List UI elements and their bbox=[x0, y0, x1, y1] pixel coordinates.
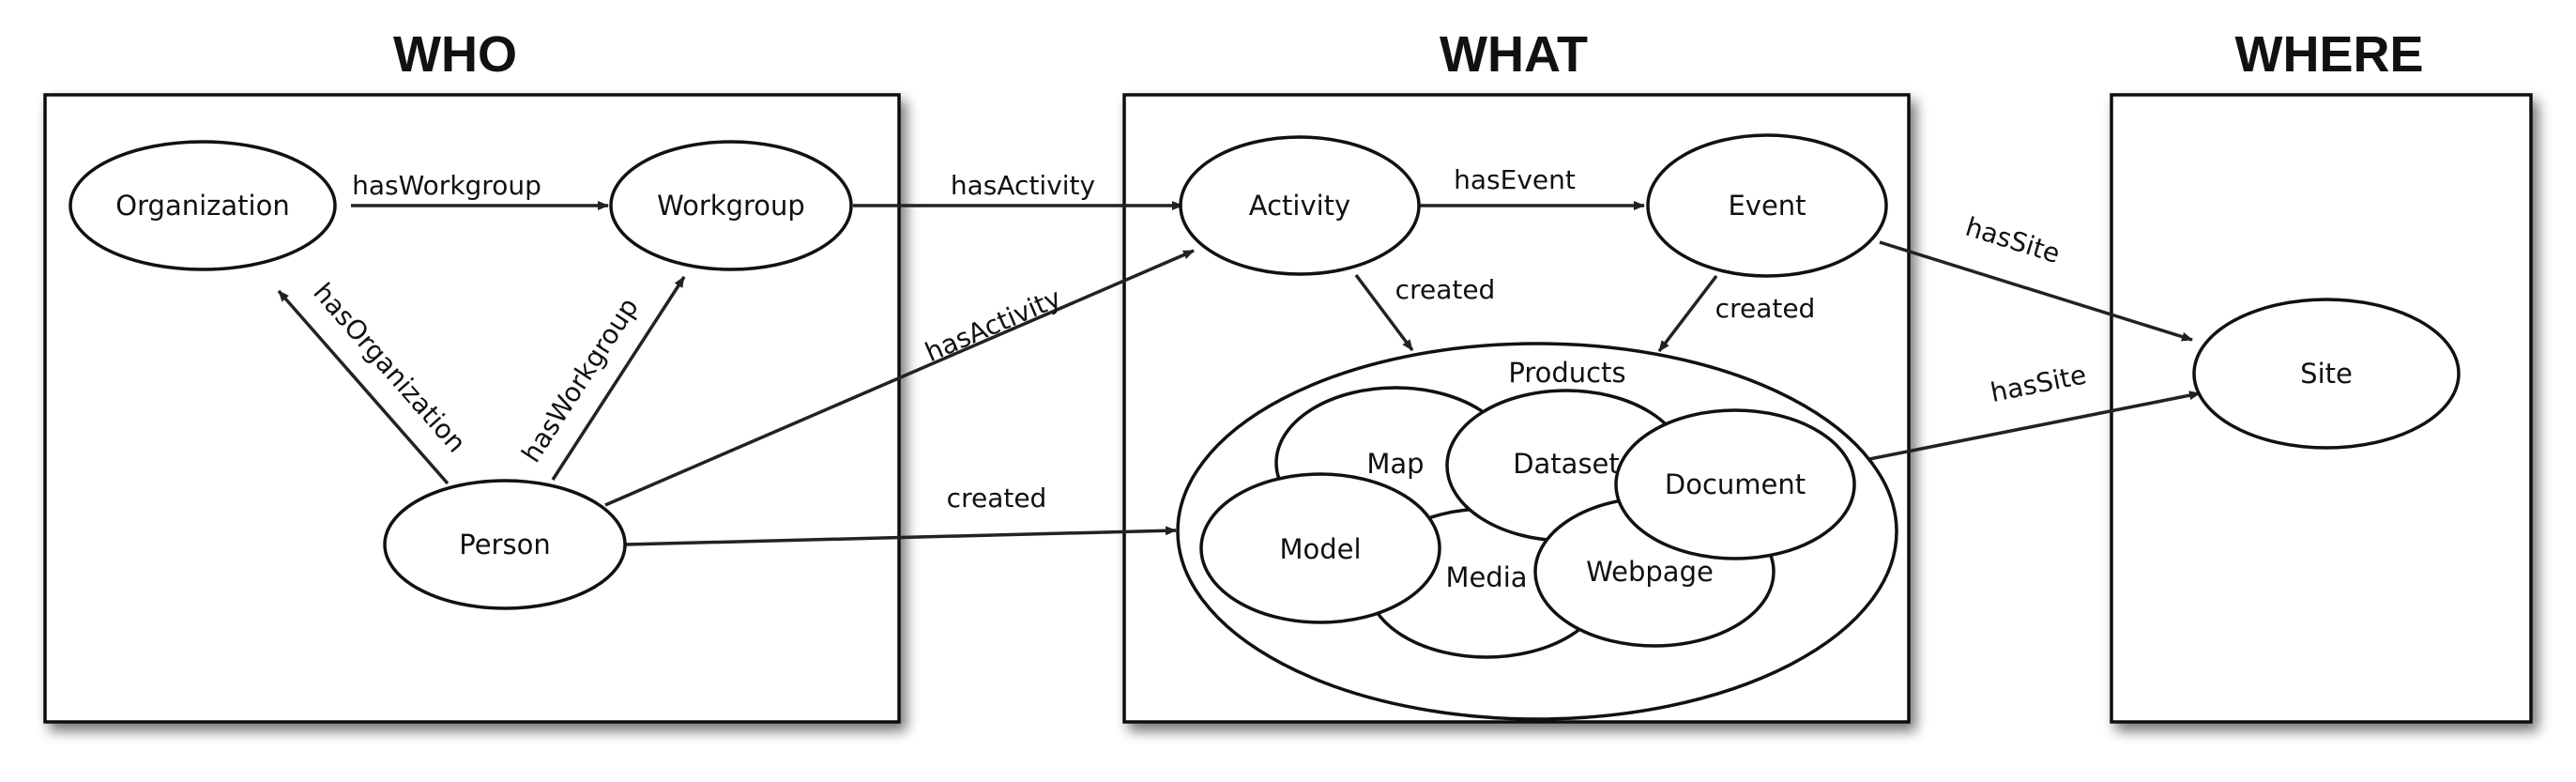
section-title-where: WHERE bbox=[2235, 26, 2424, 83]
edge-activity-products bbox=[1354, 273, 1414, 352]
node-label-activity: Activity bbox=[1249, 190, 1350, 222]
edge-label-person-activity: hasActivity bbox=[921, 283, 1066, 369]
node-label-map: Map bbox=[1366, 448, 1424, 480]
node-site[interactable] bbox=[2192, 298, 2461, 450]
node-label-webpage: Webpage bbox=[1586, 556, 1714, 588]
node-label-document: Document bbox=[1665, 468, 1806, 500]
node-workgroup[interactable] bbox=[609, 140, 853, 271]
edge-event-site bbox=[1879, 240, 2193, 342]
node-label-dataset: Dataset bbox=[1513, 448, 1620, 480]
edge-label-workgroup-activity: hasActivity bbox=[951, 170, 1095, 201]
edge-label-person-products: created bbox=[947, 483, 1047, 514]
node-label-organization: Organization bbox=[115, 190, 289, 222]
node-event[interactable] bbox=[1646, 133, 1888, 278]
node-label-products: Products bbox=[1508, 357, 1625, 389]
node-label-site: Site bbox=[2300, 358, 2353, 390]
node-activity[interactable] bbox=[1179, 135, 1421, 276]
edge-person-org bbox=[277, 289, 450, 485]
edge-label-document-site: hasSite bbox=[1988, 359, 2089, 408]
edge-label-org-workgroup: hasWorkgroup bbox=[352, 170, 541, 201]
edge-label-event-site: hasSite bbox=[1962, 211, 2064, 269]
section-title-what: WHAT bbox=[1440, 26, 1588, 83]
section-title-who: WHO bbox=[393, 26, 517, 83]
edge-person-activity bbox=[604, 249, 1195, 507]
edge-person-workgroup bbox=[551, 276, 686, 481]
node-label-event: Event bbox=[1728, 190, 1806, 222]
edge-label-activity-products: created bbox=[1395, 274, 1496, 305]
node-label-media: Media bbox=[1445, 561, 1527, 593]
node-label-model: Model bbox=[1279, 533, 1361, 565]
edge-label-activity-event: hasEvent bbox=[1454, 164, 1576, 195]
node-label-workgroup: Workgroup bbox=[657, 190, 805, 222]
node-model[interactable] bbox=[1199, 472, 1441, 624]
node-person[interactable] bbox=[383, 479, 627, 610]
edge-person-products bbox=[625, 526, 1177, 546]
edge-document-site bbox=[1864, 391, 2201, 462]
edge-label-event-products: created bbox=[1715, 293, 1816, 324]
node-label-person: Person bbox=[459, 529, 550, 560]
node-organization[interactable] bbox=[69, 140, 337, 271]
node-document[interactable] bbox=[1614, 408, 1856, 560]
edge-event-products bbox=[1657, 274, 1718, 353]
